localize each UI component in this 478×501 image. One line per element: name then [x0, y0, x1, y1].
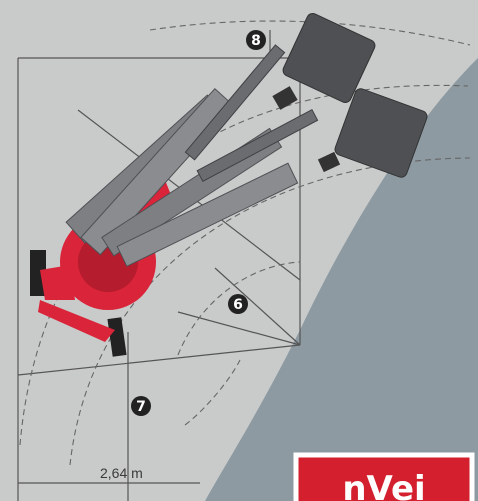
- baskets: [272, 13, 428, 178]
- sweep-panel: [205, 58, 478, 501]
- callout-8-label: 8: [251, 33, 261, 49]
- callout-6: 6: [228, 294, 248, 314]
- callout-8: 8: [246, 30, 266, 50]
- callout-7-label: 7: [136, 399, 146, 415]
- dimension-label: 2,64 m: [100, 465, 143, 481]
- booms: [65, 44, 319, 267]
- callout-6-label: 6: [233, 297, 243, 313]
- logo: nVei: [293, 452, 475, 501]
- callout-7: 7: [131, 396, 151, 416]
- logo-text: nVei: [342, 469, 425, 501]
